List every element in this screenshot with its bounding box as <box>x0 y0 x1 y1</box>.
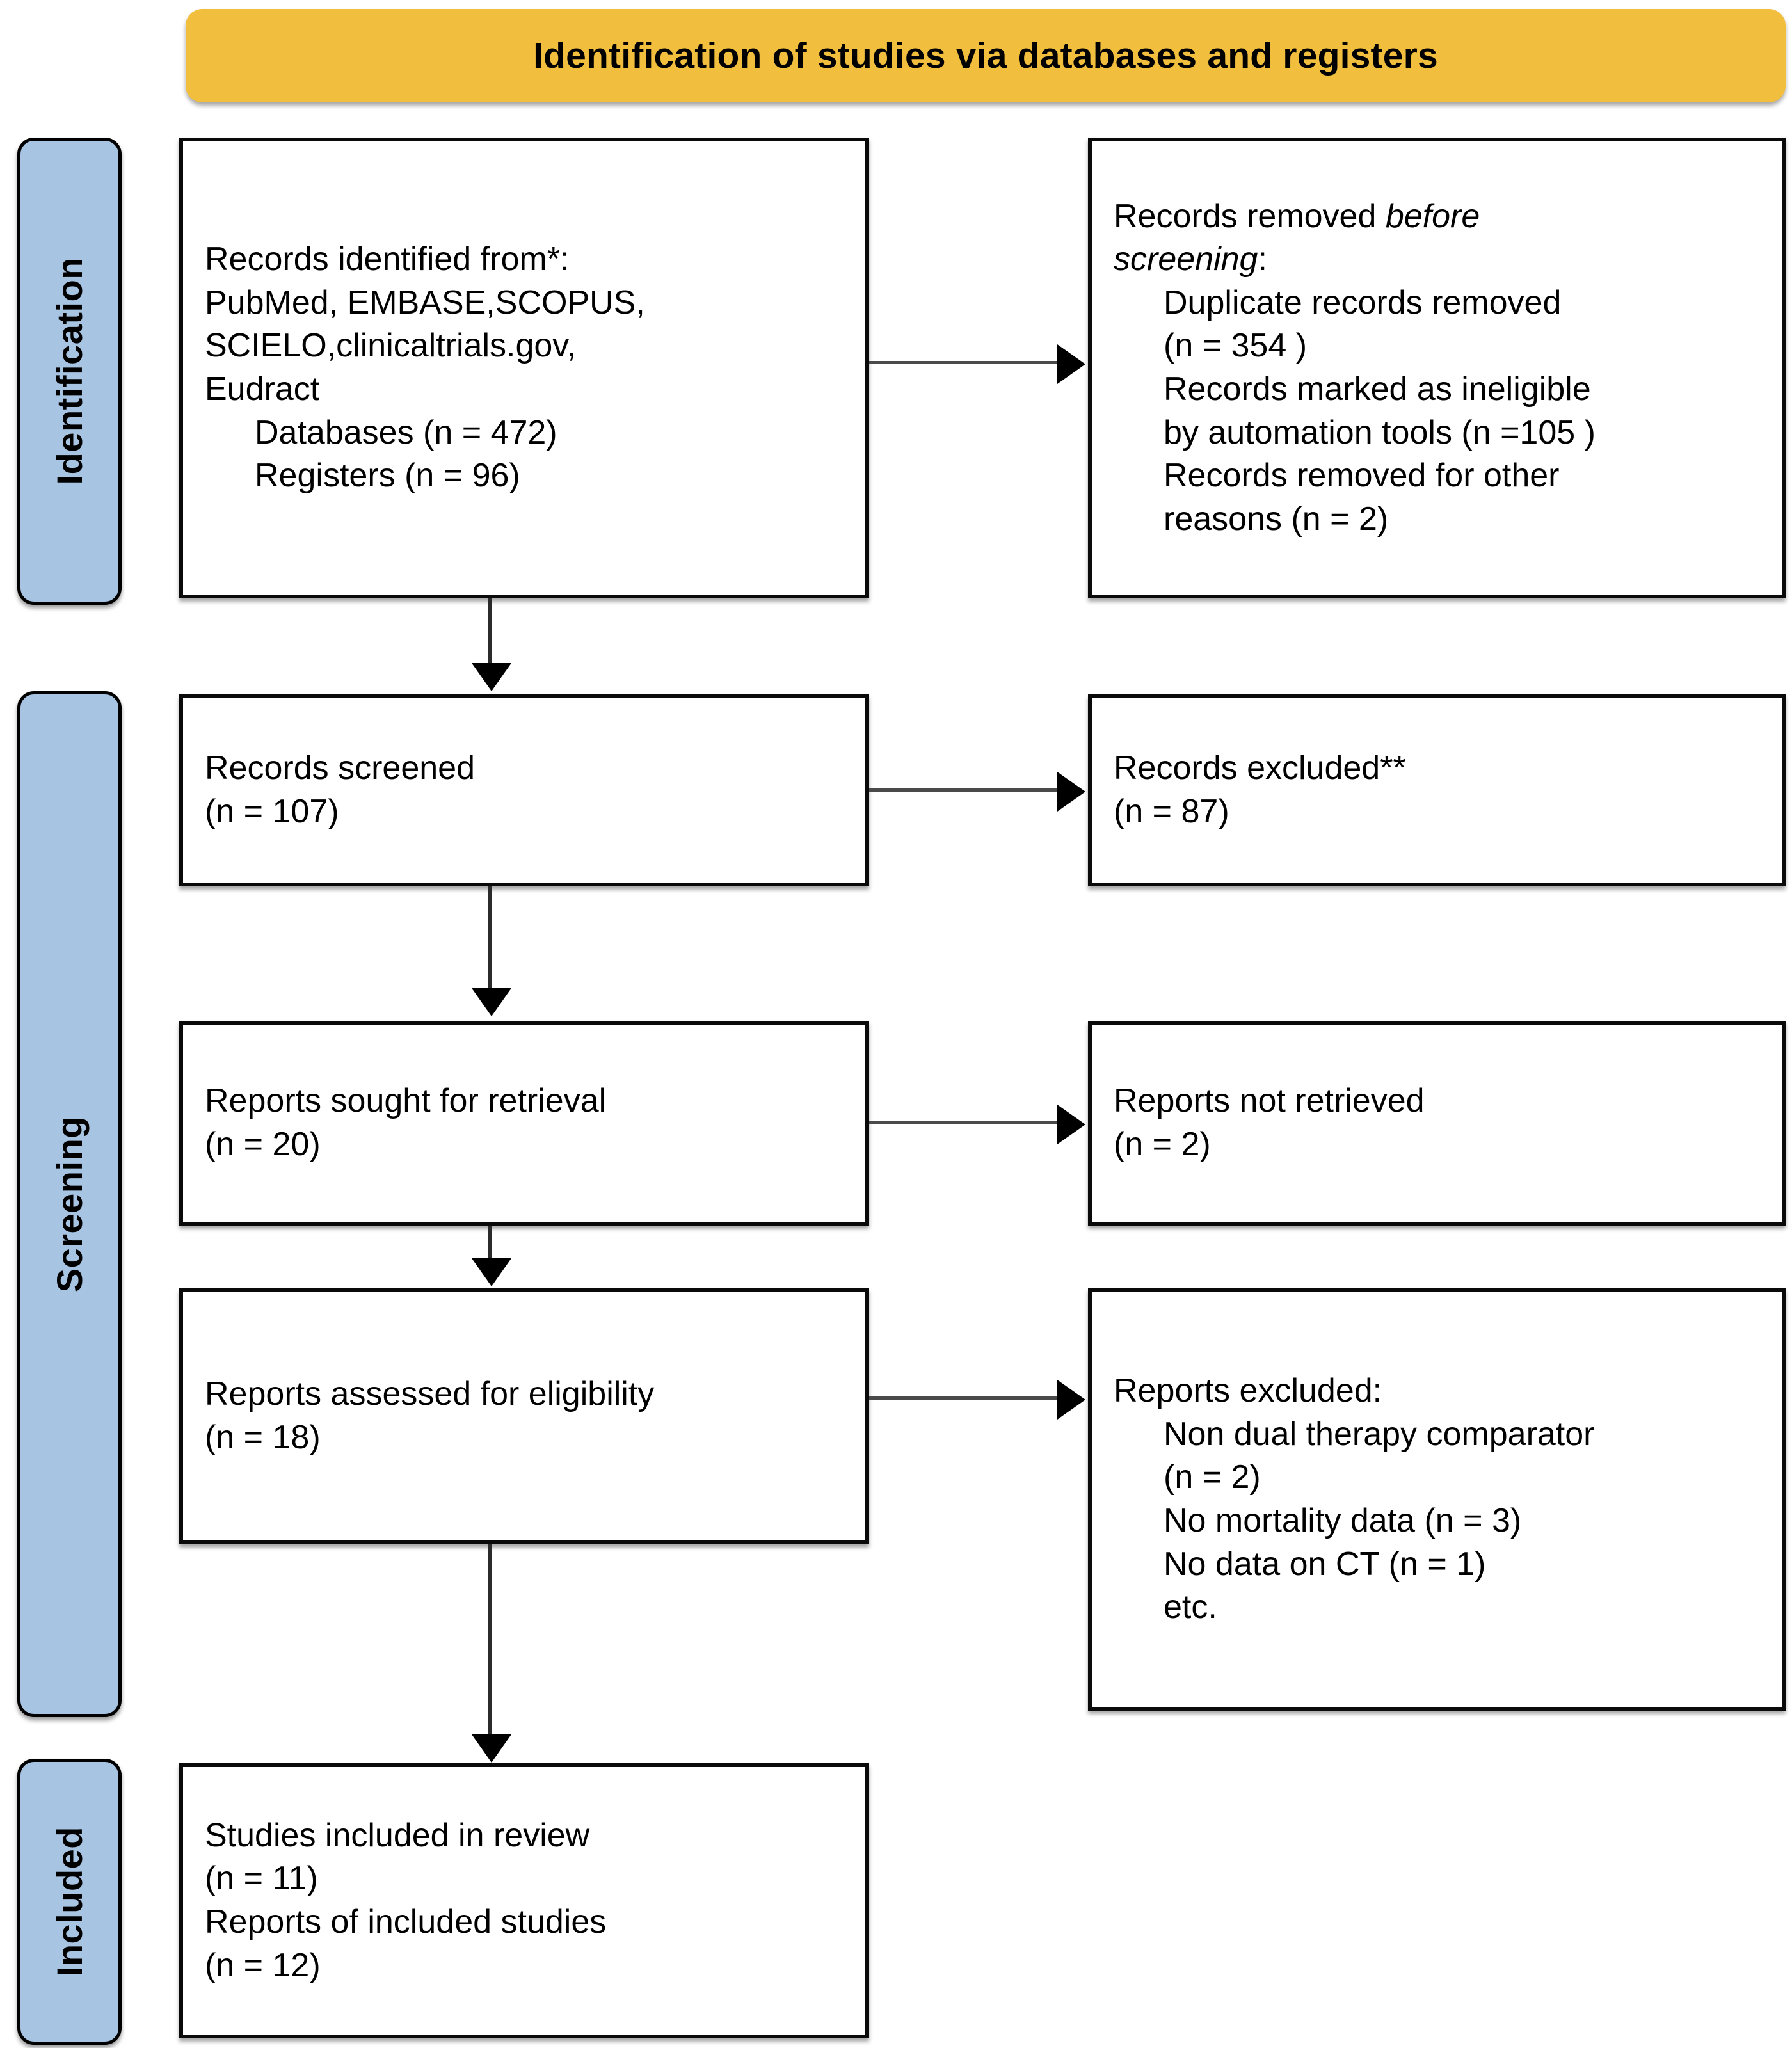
records-identified-line-2: PubMed, EMBASE,SCOPUS, <box>205 284 645 321</box>
records-excluded-count: (n = 87) <box>1114 793 1229 830</box>
diagram-header-banner: Identification of studies via databases … <box>186 9 1786 102</box>
studies-included-label: Studies included in review <box>205 1816 590 1854</box>
reason-non-dual-therapy-comparator: Non dual therapy comparator <box>1164 1415 1595 1453</box>
duplicate-records-removed-label: Duplicate records removed <box>1164 284 1562 321</box>
connector-sought-to-assessed <box>488 1226 492 1259</box>
box-records-identified: Records identified from*: PubMed, EMBASE… <box>179 138 869 598</box>
stage-label-screening-text: Screening <box>49 1116 90 1293</box>
removed-other-reasons-count: reasons (n = 2) <box>1164 500 1389 538</box>
reason-no-mortality-data: No mortality data (n = 3) <box>1164 1502 1522 1539</box>
box-studies-included-in-review: Studies included in review (n = 11) Repo… <box>179 1763 869 2038</box>
records-removed-line-2: screening: <box>1114 238 1760 282</box>
connector-identified-to-removed <box>869 361 1061 364</box>
duplicate-records-removed-count: (n = 354 ) <box>1164 327 1308 365</box>
box-reports-not-retrieved: Reports not retrieved (n = 2) <box>1088 1021 1786 1226</box>
records-identified-line-3: SCIELO,clinicaltrials.gov, <box>205 327 576 365</box>
arrowhead-right-icon <box>1057 772 1085 812</box>
records-removed-line-2-italic: screening <box>1114 241 1258 278</box>
box-reports-sought-for-retrieval: Reports sought for retrieval (n = 20) <box>179 1021 869 1226</box>
ineligible-automation-count: by automation tools (n =105 ) <box>1164 413 1596 451</box>
reports-assessed-label: Reports assessed for eligibility <box>205 1375 655 1413</box>
records-removed-line-1-italic: before <box>1385 197 1480 235</box>
diagram-title: Identification of studies via databases … <box>533 35 1438 76</box>
connector-sought-to-not-retrieved <box>869 1121 1061 1124</box>
records-removed-line-1: Records removed before <box>1114 195 1760 239</box>
records-screened-label: Records screened <box>205 749 475 787</box>
reports-of-included-studies-label: Reports of included studies <box>205 1903 607 1940</box>
connector-screened-to-excluded <box>869 788 1061 792</box>
records-identified-line-4: Eudract <box>205 371 320 408</box>
studies-included-count: (n = 11) <box>205 1860 318 1898</box>
reports-of-included-studies-count: (n = 12) <box>205 1946 321 1984</box>
records-removed-line-2-colon: : <box>1258 241 1267 278</box>
arrowhead-down-icon <box>472 1258 511 1286</box>
records-excluded-label: Records excluded** <box>1114 749 1406 787</box>
stage-label-identification: Identification <box>17 138 122 605</box>
reason-no-data-on-ct: No data on CT (n = 1) <box>1164 1545 1486 1583</box>
records-screened-count: (n = 107) <box>205 793 339 830</box>
box-reports-excluded: Reports excluded: Non dual therapy compa… <box>1088 1288 1786 1711</box>
connector-assessed-to-included <box>488 1544 492 1736</box>
stage-label-identification-text: Identification <box>49 257 90 485</box>
records-identified-line-1: Records identified from*: <box>205 241 570 278</box>
arrowhead-right-icon <box>1057 344 1085 384</box>
connector-identified-to-screened <box>488 598 492 668</box>
reports-excluded-label: Reports excluded: <box>1114 1372 1382 1410</box>
arrowhead-down-icon <box>472 988 511 1016</box>
ineligible-automation-label: Records marked as ineligible <box>1164 371 1591 408</box>
connector-screened-to-sought <box>488 886 492 989</box>
arrowhead-down-icon <box>472 663 511 691</box>
removed-other-reasons-label: Records removed for other <box>1164 457 1560 495</box>
records-identified-registers-count: Registers (n = 96) <box>255 457 520 495</box>
reports-assessed-count: (n = 18) <box>205 1419 321 1456</box>
reports-sought-label: Reports sought for retrieval <box>205 1082 607 1120</box>
box-records-screened: Records screened (n = 107) <box>179 694 869 886</box>
records-identified-databases-count: Databases (n = 472) <box>255 413 557 451</box>
reason-non-dual-therapy-comparator-count: (n = 2) <box>1164 1459 1261 1496</box>
reports-not-retrieved-count: (n = 2) <box>1114 1126 1211 1163</box>
arrowhead-right-icon <box>1057 1105 1085 1144</box>
reason-etc: etc. <box>1164 1588 1217 1626</box>
box-records-excluded: Records excluded** (n = 87) <box>1088 694 1786 886</box>
stage-label-included: Included <box>17 1759 122 2045</box>
reports-not-retrieved-label: Reports not retrieved <box>1114 1082 1425 1120</box>
arrowhead-right-icon <box>1057 1380 1085 1420</box>
stage-label-included-text: Included <box>49 1827 90 1977</box>
box-records-removed-before-screening: Records removed before screening: Duplic… <box>1088 138 1786 598</box>
arrowhead-down-icon <box>472 1734 511 1763</box>
box-reports-assessed-for-eligibility: Reports assessed for eligibility (n = 18… <box>179 1288 869 1544</box>
records-removed-line-1-plain: Records removed <box>1114 197 1386 235</box>
reports-sought-count: (n = 20) <box>205 1126 321 1163</box>
connector-assessed-to-reports-excluded <box>869 1396 1061 1400</box>
stage-label-screening: Screening <box>17 691 122 1717</box>
